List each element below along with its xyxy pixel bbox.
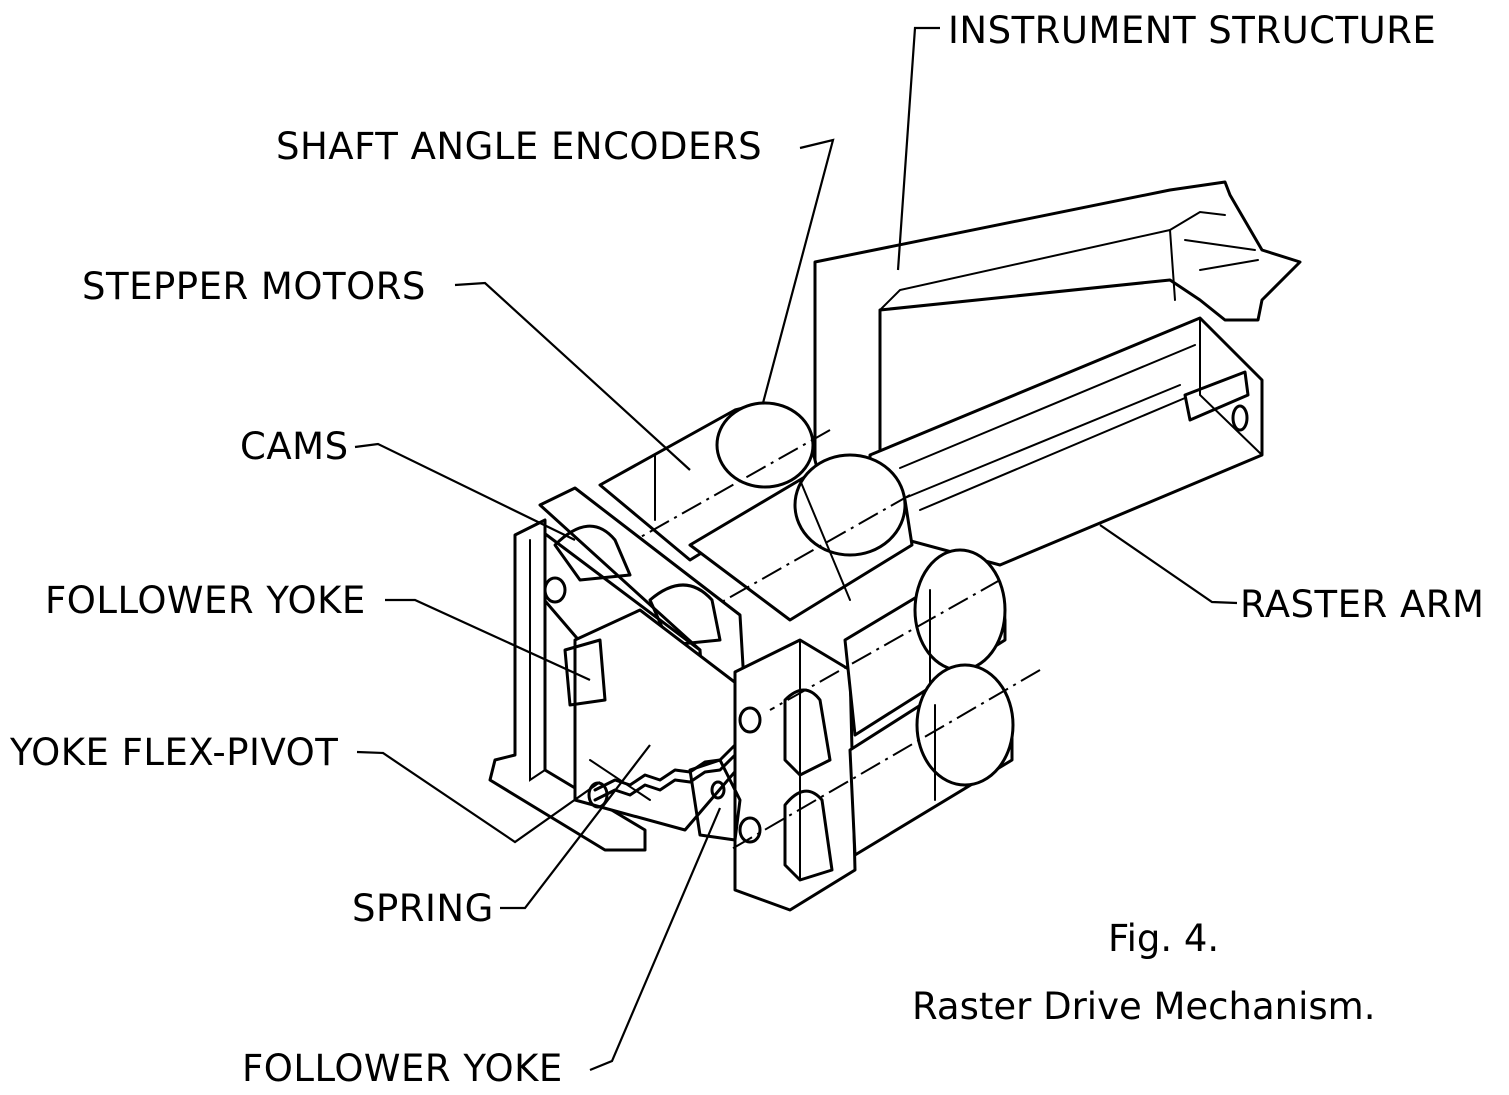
raster-arm-part: [868, 316, 1264, 567]
lower-motors-part: [729, 548, 1041, 857]
left-bracket-part: [488, 518, 647, 852]
figure-number: Fig. 4.: [1108, 917, 1220, 960]
label-spring: SPRING: [352, 887, 494, 930]
upper-motors-part: [598, 401, 914, 622]
leader-lines: [354, 26, 1238, 1072]
label-instrument-structure: INSTRUMENT STRUCTURE: [948, 9, 1437, 52]
label-stepper-motors: STEPPER MOTORS: [82, 265, 426, 308]
figure-title: Raster Drive Mechanism.: [912, 985, 1376, 1028]
label-follower-yoke-upper: FOLLOWER YOKE: [45, 579, 366, 622]
instrument-structure-part: [813, 180, 1302, 492]
label-raster-arm: RASTER ARM: [1240, 583, 1485, 626]
label-follower-yoke-lower: FOLLOWER YOKE: [242, 1047, 563, 1090]
label-yoke-flex-pivot: YOKE FLEX-PIVOT: [10, 731, 339, 774]
label-cams: CAMS: [240, 425, 349, 468]
lower-bracket-part: [688, 638, 857, 912]
label-shaft-angle-encoders: SHAFT ANGLE ENCODERS: [276, 125, 763, 168]
